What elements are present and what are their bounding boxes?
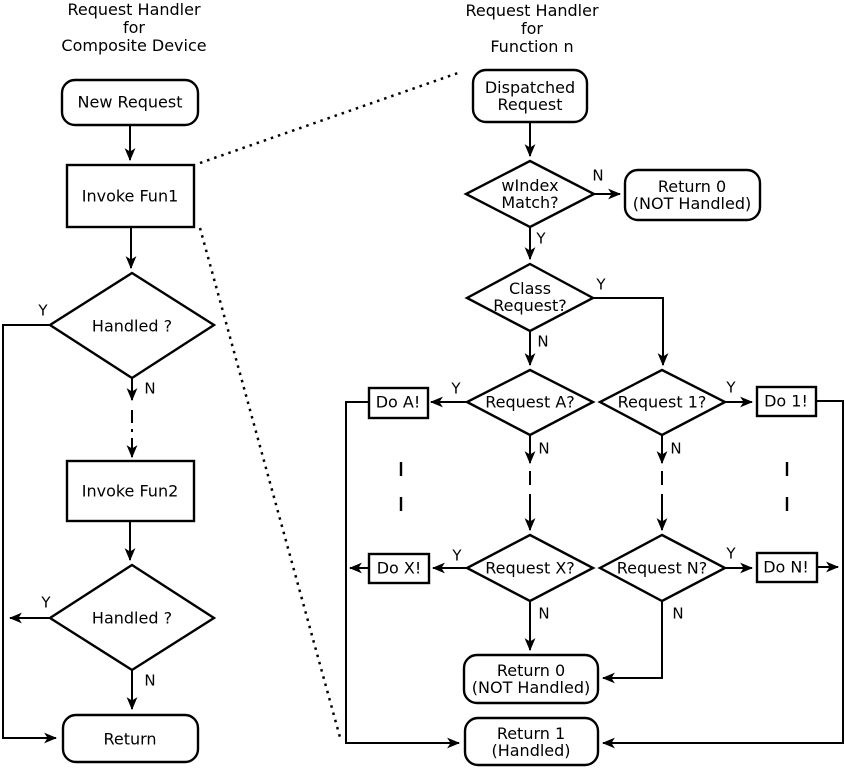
node-shape-dispatched-request — [471, 68, 589, 124]
node-shape-do-a — [367, 386, 430, 420]
branch-requestx-no: N — [538, 604, 550, 623]
label-request-1: Request 1? — [617, 392, 707, 412]
node-shape-return-left — [61, 713, 200, 764]
label-dispatched-request: Dispatched Request — [484, 78, 576, 114]
label-invoke-fun1: Invoke Fun1 — [81, 186, 179, 206]
label-do-n: Do N! — [763, 557, 809, 577]
node-shape-windex-match — [463, 159, 597, 229]
label-new-request: New Request — [77, 92, 183, 112]
node-shape-return0-top — [623, 168, 762, 222]
branch-request1-yes: Y — [726, 378, 736, 397]
node-shape-class-request — [464, 262, 596, 333]
branch-windex-no: N — [592, 166, 604, 185]
branch-request1-no: N — [670, 439, 682, 458]
node-shape-return1 — [463, 716, 600, 767]
branch-handled2-yes: Y — [41, 593, 51, 612]
edge-do1-to-return1 — [601, 400, 844, 749]
label-request-x: Request X? — [485, 558, 575, 578]
label-do-a: Do A! — [375, 392, 421, 412]
branch-requestn-yes: Y — [726, 544, 736, 563]
branch-class-yes: Y — [596, 275, 606, 294]
label-handled-2: Handled ? — [91, 608, 173, 628]
branch-requestx-yes: Y — [452, 546, 462, 565]
explode-line-bottom — [198, 227, 343, 742]
label-request-a: Request A? — [485, 392, 575, 412]
node-shape-do-1 — [755, 385, 818, 418]
node-shape-do-n — [755, 551, 819, 584]
label-do-x: Do X! — [376, 558, 422, 578]
branch-handled2-no: N — [144, 671, 156, 690]
branch-handled1-no: N — [144, 379, 156, 398]
label-class-request: Class Request? — [493, 279, 567, 315]
label-request-n: Request N? — [616, 558, 708, 578]
label-handled-1: Handled ? — [91, 316, 173, 336]
node-shape-invoke-fun1 — [65, 163, 196, 229]
node-shape-handled-1 — [47, 271, 217, 380]
branch-requestn-no: N — [672, 604, 684, 623]
branch-requesta-no: N — [538, 439, 550, 458]
node-shape-do-x — [367, 552, 431, 585]
left-chart-title: Request Handler for Composite Device — [61, 0, 207, 55]
branch-windex-yes: Y — [536, 229, 546, 248]
node-shape-invoke-fun2 — [65, 459, 196, 523]
label-invoke-fun2: Invoke Fun2 — [81, 481, 179, 501]
node-shape-request-n — [597, 533, 728, 603]
node-shape-request-x — [464, 533, 596, 603]
right-chart-title: Request Handler for Function n — [465, 1, 599, 56]
label-return0-top: Return 0 (NOT Handled) — [632, 177, 752, 213]
edge-handled1-yes-to-return — [2, 324, 58, 744]
explode-line-top — [199, 71, 459, 165]
branch-requesta-yes: Y — [451, 379, 461, 398]
edge-doa-to-return1 — [345, 401, 461, 749]
node-shape-new-request — [60, 78, 200, 127]
branch-class-no: N — [537, 332, 549, 351]
node-shape-request-a — [464, 368, 596, 437]
label-return0-bottom: Return 0 (NOT Handled) — [471, 661, 591, 697]
label-return-left: Return — [103, 729, 157, 749]
label-do-1: Do 1! — [764, 391, 808, 411]
label-return1: Return 1 (Handled) — [491, 724, 571, 760]
node-shape-handled-2 — [47, 563, 217, 672]
branch-handled1-yes: Y — [38, 301, 48, 320]
node-shape-return0-bottom — [462, 653, 600, 705]
edge-requestn-no-to-return0bottom — [601, 601, 663, 684]
edge-class-yes-to-request1 — [593, 297, 669, 367]
node-shape-request-1 — [597, 368, 728, 437]
label-windex-match: wIndex Match? — [501, 176, 559, 212]
